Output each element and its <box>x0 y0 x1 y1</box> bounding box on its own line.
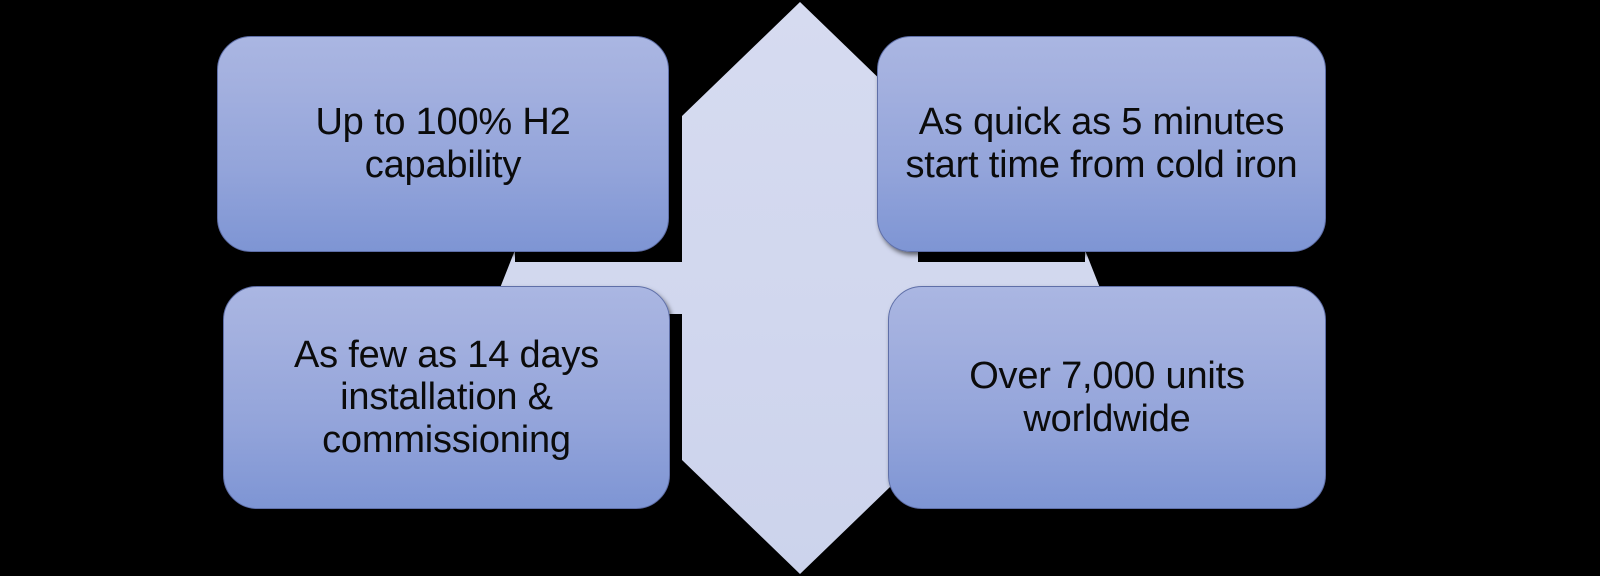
feature-box-installation[interactable]: As few as 14 days installation & commiss… <box>223 286 670 509</box>
feature-box-h2-capability-label: Up to 100% H2 capability <box>315 101 571 186</box>
feature-box-units-worldwide[interactable]: Over 7,000 units worldwide <box>888 286 1326 509</box>
feature-box-h2-capability[interactable]: Up to 100% H2 capability <box>217 36 669 252</box>
feature-box-start-time[interactable]: As quick as 5 minutes start time from co… <box>877 36 1326 252</box>
feature-box-start-time-label: As quick as 5 minutes start time from co… <box>905 101 1298 186</box>
feature-box-units-worldwide-label: Over 7,000 units worldwide <box>969 354 1245 440</box>
feature-box-installation-label: As few as 14 days installation & commiss… <box>294 333 599 461</box>
